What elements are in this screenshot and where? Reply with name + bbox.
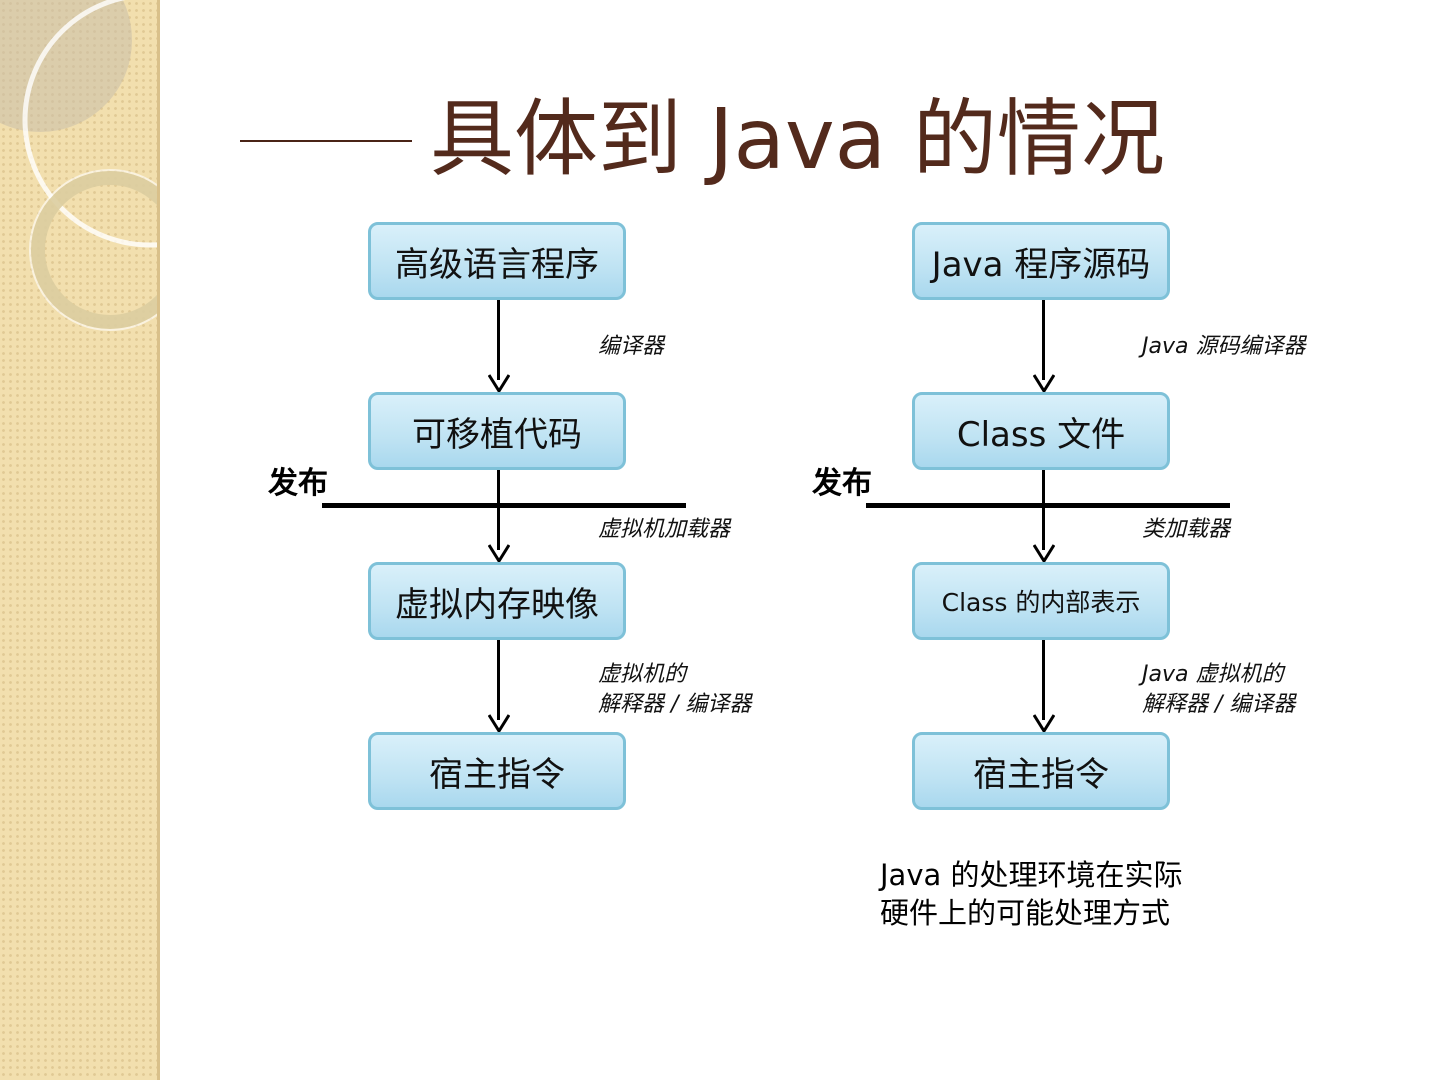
right-arrowhead-1 <box>1033 374 1055 392</box>
decorative-rings <box>0 0 157 331</box>
right-release-line <box>866 503 1230 508</box>
right-release-label: 发布 <box>812 466 872 501</box>
left-arrow-3 <box>497 640 500 720</box>
right-box-java-source: Java 程序源码 <box>912 222 1170 300</box>
left-box-vm-memory-image: 虚拟内存映像 <box>368 562 626 640</box>
right-annotation-source-compiler: Java 源码编译器 <box>1142 334 1306 359</box>
right-annotation-line2: 解释器 / 编译器 <box>1142 692 1296 717</box>
left-arrowhead-3 <box>488 714 510 732</box>
left-annotation-vm-interpreter: 虚拟机的 解释器 / 编译器 <box>598 660 751 720</box>
left-release-label: 发布 <box>268 466 328 501</box>
caption-line1: Java 的处理环境在实际 <box>880 858 1183 892</box>
right-annotation-line1: Java 虚拟机的 <box>1142 662 1284 687</box>
left-arrow-2 <box>497 470 500 550</box>
diagram-caption: Java 的处理环境在实际 硬件上的可能处理方式 <box>880 856 1182 932</box>
caption-line2: 硬件上的可能处理方式 <box>880 896 1171 930</box>
left-arrowhead-2 <box>488 544 510 562</box>
right-box-class-file: Class 文件 <box>912 392 1170 470</box>
right-arrow-3 <box>1042 640 1045 720</box>
left-release-line <box>322 503 686 508</box>
right-annotation-class-loader: 类加载器 <box>1142 517 1231 542</box>
right-arrowhead-2 <box>1033 544 1055 562</box>
left-arrow-1 <box>497 300 500 380</box>
left-annotation-compiler: 编译器 <box>598 334 665 359</box>
left-annotation-line2: 解释器 / 编译器 <box>598 692 752 717</box>
left-box-high-level-program: 高级语言程序 <box>368 222 626 300</box>
left-arrowhead-1 <box>488 374 510 392</box>
left-annotation-vm-loader: 虚拟机加载器 <box>598 517 731 542</box>
right-annotation-jvm-interpreter: Java 虚拟机的 解释器 / 编译器 <box>1142 660 1295 720</box>
right-box-host-instructions: 宿主指令 <box>912 732 1170 810</box>
right-arrow-1 <box>1042 300 1045 380</box>
right-arrow-2 <box>1042 470 1045 550</box>
left-annotation-line1: 虚拟机的 <box>598 662 687 687</box>
left-box-portable-code: 可移植代码 <box>368 392 626 470</box>
right-arrowhead-3 <box>1033 714 1055 732</box>
decorative-side-strip <box>0 0 160 1080</box>
left-box-host-instructions: 宿主指令 <box>368 732 626 810</box>
right-box-class-internal: Class 的内部表示 <box>912 562 1170 640</box>
title-rule <box>240 140 412 142</box>
page-title: 具体到 Java 的情况 <box>430 90 1165 188</box>
